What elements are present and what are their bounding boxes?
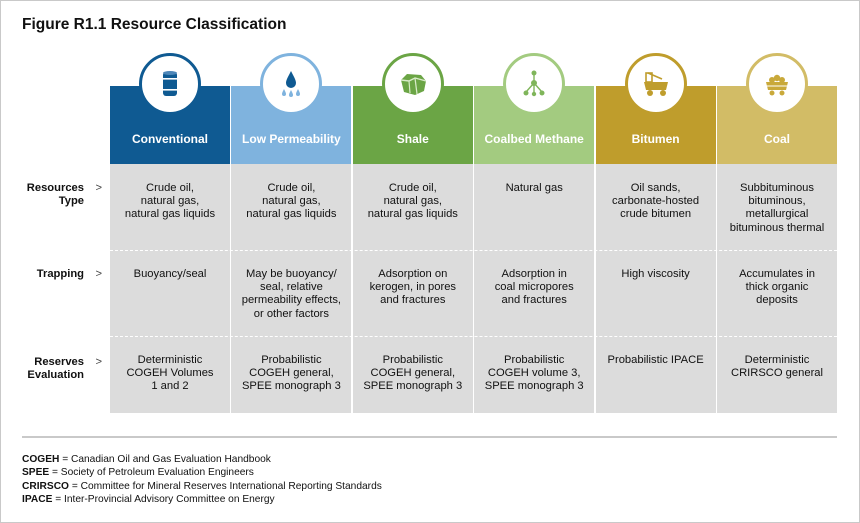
column-conventional: Conventional Crude oil,natural gas,natur… bbox=[110, 86, 230, 413]
column-body bbox=[474, 164, 595, 413]
rock-icon bbox=[381, 53, 444, 115]
column-body bbox=[231, 164, 352, 413]
column-shale: Shale Crude oil,natural gas,natural gas … bbox=[352, 86, 473, 413]
column-body bbox=[595, 164, 716, 413]
row-label-text: Trapping bbox=[36, 268, 84, 280]
legend: COGEH = Canadian Oil and Gas Evaluation … bbox=[22, 453, 382, 507]
figure-title: Figure R1.1 Resource Classification bbox=[22, 16, 287, 33]
legend-item: CRIRSCO = Committee for Mineral Reserves… bbox=[22, 480, 382, 492]
classification-grid: Conventional Crude oil,natural gas,natur… bbox=[110, 86, 837, 413]
trapping-cell: High viscosity bbox=[621, 268, 690, 280]
chevron-right-icon: > bbox=[95, 356, 102, 368]
molecule-icon bbox=[503, 53, 566, 115]
chevron-right-icon: > bbox=[95, 182, 102, 194]
mining-truck-icon bbox=[624, 53, 687, 115]
column-coalbed-methane: Coalbed Methane Natural gas Adsorption i… bbox=[474, 86, 595, 413]
row-divider bbox=[110, 336, 837, 337]
oil-barrel-icon bbox=[139, 53, 201, 115]
legend-divider bbox=[22, 436, 837, 438]
resources-cell: Crude oil,natural gas,natural gas liquid… bbox=[367, 182, 458, 221]
resources-cell: Natural gas bbox=[505, 182, 563, 194]
resources-cell: Crude oil,natural gas,natural gas liquid… bbox=[124, 182, 216, 221]
chevron-right-icon: > bbox=[95, 268, 102, 280]
water-drops-icon bbox=[260, 53, 323, 115]
legend-item: IPACE = Inter-Provincial Advisory Commit… bbox=[22, 494, 275, 506]
column-body bbox=[110, 164, 230, 413]
trapping-cell: Buoyancy/seal bbox=[133, 268, 207, 280]
column-body bbox=[352, 164, 473, 413]
column-body bbox=[717, 164, 837, 413]
resources-cell: Crude oil,natural gas,natural gas liquid… bbox=[246, 182, 337, 221]
evaluation-cell: Probabilistic IPACE bbox=[607, 354, 704, 366]
row-divider bbox=[110, 250, 837, 251]
legend-item: SPEE = Society of Petroleum Evaluation E… bbox=[22, 467, 254, 479]
coal-cart-icon bbox=[746, 53, 808, 115]
legend-item: COGEH = Canadian Oil and Gas Evaluation … bbox=[22, 454, 271, 465]
